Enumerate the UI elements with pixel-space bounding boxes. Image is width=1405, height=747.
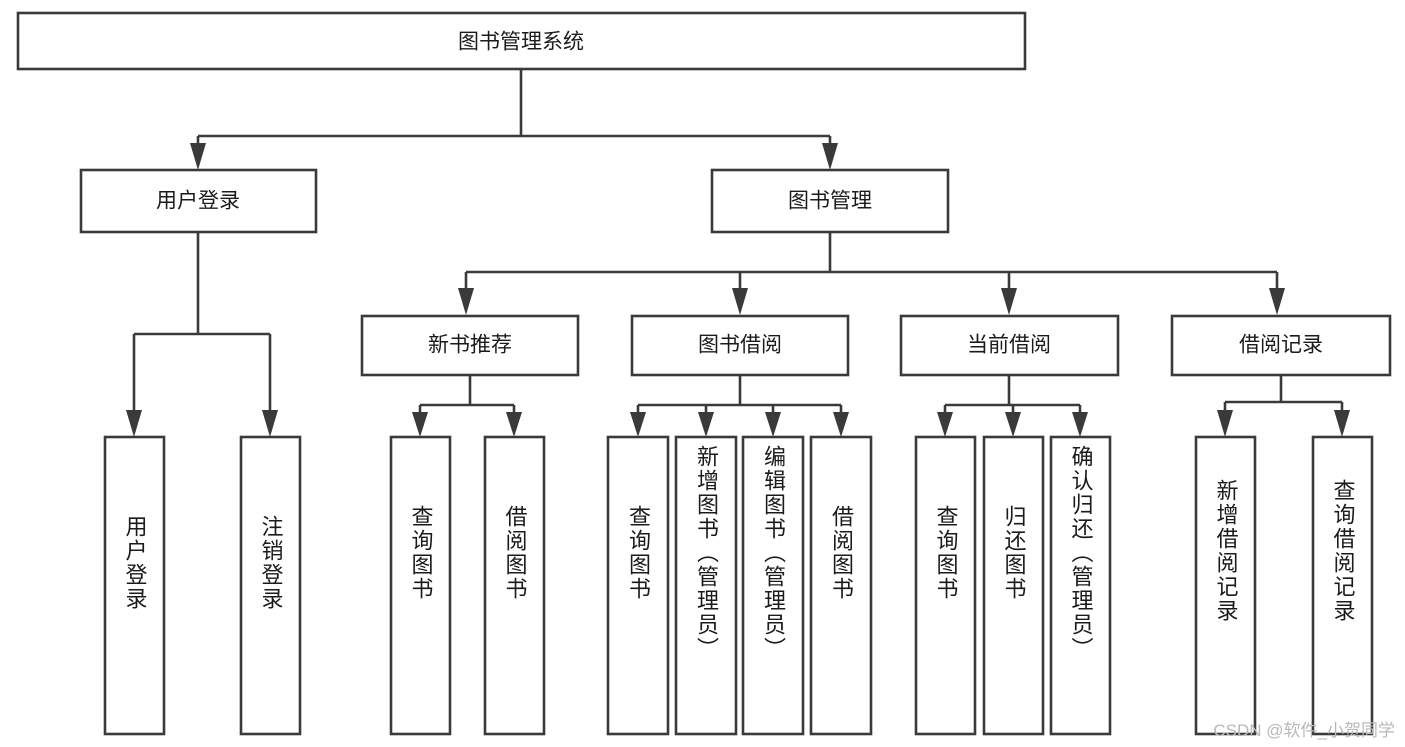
leaf-query-book-current-box[interactable]	[914, 435, 977, 736]
arrow-head-leaf-logout-login	[262, 410, 278, 437]
node-root[interactable]: 图书管理系统	[16, 11, 1027, 71]
leaf-query-book-rec-box[interactable]	[389, 435, 452, 736]
arrow-head-leaf-add-record	[1217, 410, 1233, 437]
leaf-borrow-book-box[interactable]	[809, 435, 873, 736]
edges-book-manage-to-level3	[458, 232, 1285, 315]
arrow-head-leaf-edit-book	[765, 412, 781, 437]
arrow-head-leaf-confirm-return	[1072, 412, 1088, 437]
edges-root-to-level2	[190, 69, 838, 170]
node-book-borrow-label: 图书借阅	[698, 334, 782, 357]
node-current-borrow-label: 当前借阅	[967, 334, 1051, 357]
node-user-login[interactable]: 用户登录	[79, 168, 318, 234]
arrow-head-book-borrow	[732, 288, 748, 315]
node-borrow-record-label: 借阅记录	[1239, 334, 1323, 357]
node-root-label: 图书管理系统	[458, 31, 584, 54]
leaf-boxes	[103, 435, 1374, 736]
edges-new-book-rec-to-leaves	[412, 375, 522, 437]
edges-borrow-record-to-leaves	[1217, 375, 1350, 437]
node-new-book-rec[interactable]: 新书推荐	[360, 314, 580, 377]
arrow-head-current-borrow	[1001, 288, 1017, 315]
node-current-borrow-box[interactable]	[899, 314, 1120, 377]
arrow-head-leaf-add-book	[698, 412, 714, 437]
edges-current-borrow-to-leaves	[937, 375, 1088, 437]
arrow-head-leaf-user-login	[126, 410, 142, 437]
node-book-borrow[interactable]: 图书借阅	[630, 314, 850, 377]
arrow-head-leaf-borrow-book-rec	[506, 412, 522, 437]
leaf-confirm-return-box[interactable]	[1049, 435, 1112, 736]
leaf-query-book-borrow-box[interactable]	[606, 435, 670, 736]
leaf-borrow-book-rec-box[interactable]	[483, 435, 546, 736]
node-borrow-record-box[interactable]	[1170, 314, 1392, 377]
arrow-head-leaf-query-book-current	[937, 412, 953, 437]
leaf-add-record-box[interactable]	[1194, 435, 1257, 736]
node-user-login-box[interactable]	[79, 168, 318, 234]
node-borrow-record[interactable]: 借阅记录	[1170, 314, 1392, 377]
node-new-book-rec-box[interactable]	[360, 314, 580, 377]
leaf-return-book-box[interactable]	[982, 435, 1045, 736]
arrow-head-leaf-borrow-book	[833, 412, 849, 437]
node-user-login-label: 用户登录	[156, 190, 240, 213]
node-current-borrow[interactable]: 当前借阅	[899, 314, 1120, 377]
leaf-edit-book-box[interactable]	[741, 435, 805, 736]
arrow-head-user-login	[190, 143, 206, 170]
arrow-head-leaf-query-book-rec	[412, 412, 428, 437]
leaf-add-book-box[interactable]	[674, 435, 738, 736]
arrow-head-leaf-query-record	[1334, 410, 1350, 437]
arrow-head-leaf-return-book	[1005, 412, 1021, 437]
edges-book-borrow-to-leaves	[630, 375, 849, 437]
node-root-box[interactable]	[16, 11, 1027, 71]
node-book-manage-box[interactable]	[710, 168, 950, 234]
arrow-head-leaf-query-book-borrow	[630, 412, 646, 437]
arrow-head-new-book-rec	[458, 288, 474, 315]
leaf-logout-login-box[interactable]	[239, 435, 302, 736]
node-book-borrow-box[interactable]	[630, 314, 850, 377]
edges-user-login-to-leaves	[126, 232, 278, 437]
arrow-head-borrow-record	[1269, 288, 1285, 315]
node-new-book-rec-label: 新书推荐	[428, 334, 512, 357]
node-book-manage-label: 图书管理	[788, 190, 872, 213]
arrow-head-book-manage	[822, 143, 838, 170]
leaf-user-login-box[interactable]	[103, 435, 166, 736]
leaf-query-record-box[interactable]	[1311, 435, 1374, 736]
node-book-manage[interactable]: 图书管理	[710, 168, 950, 234]
